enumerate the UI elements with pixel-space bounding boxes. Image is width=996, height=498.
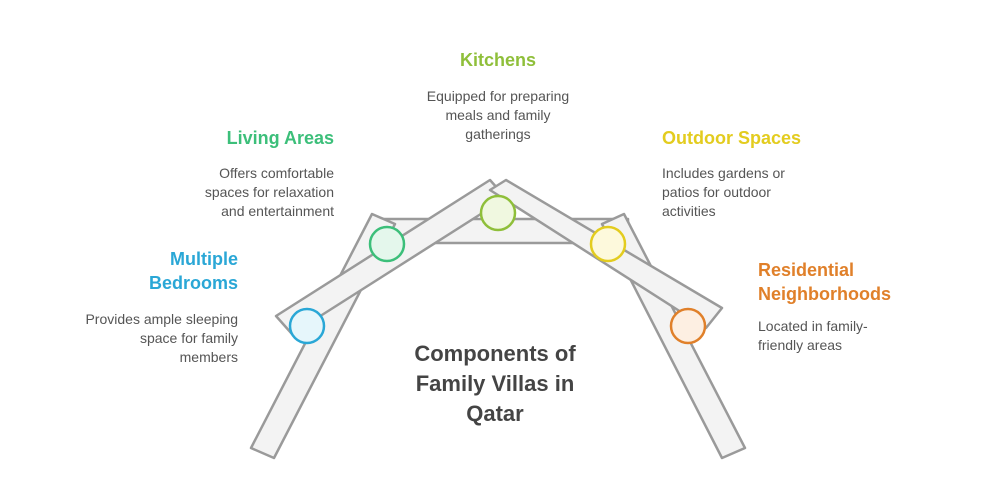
kitchens-title: Kitchens (459, 50, 537, 70)
living-areas-title: Living Areas (226, 128, 334, 148)
residential-neighborhoods-node (669, 307, 707, 345)
kitchens-description: Equipped for preparing meals and family … (426, 88, 570, 142)
residential-neighborhoods-title: Residential Neighborhoods (758, 260, 891, 304)
multiple-bedrooms-description: Provides ample sleeping space for family… (85, 311, 238, 365)
kitchens-node (479, 194, 517, 232)
multiple-bedrooms-title: Multiple Bedrooms (148, 249, 238, 293)
living-areas-description: Offers comfortable spaces for relaxation… (204, 165, 334, 219)
multiple-bedrooms-node (288, 307, 326, 345)
outdoor-spaces-title: Outdoor Spaces (662, 128, 802, 148)
residential-neighborhoods-description: Located in family- friendly areas (758, 318, 868, 353)
outdoor-spaces-description: Includes gardens or patios for outdoor a… (662, 165, 785, 219)
outdoor-spaces-node (589, 225, 627, 263)
living-areas-node (368, 225, 406, 263)
diagram-title: Components of Family Villas in Qatar (414, 341, 576, 426)
